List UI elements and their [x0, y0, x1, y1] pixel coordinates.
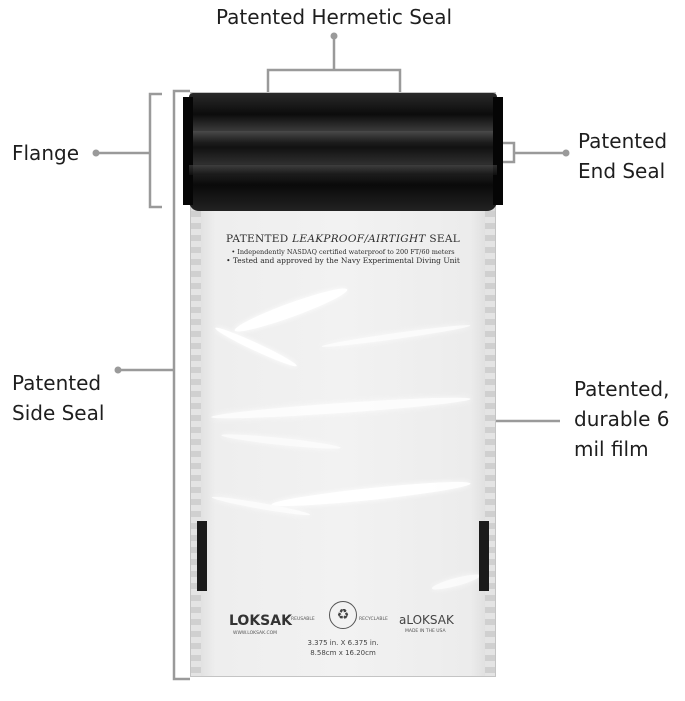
loksak-logo: LOKSAK: [229, 613, 292, 629]
side-seal-dot: [114, 366, 122, 374]
film-glare: [213, 324, 299, 370]
film-glare: [430, 571, 482, 593]
bag-print-title: PATENTED LEAKPROOF/AIRTIGHT SEAL: [226, 233, 460, 245]
film-label-line1: Patented,: [574, 377, 670, 401]
side-seal-label-line1: Patented: [12, 371, 102, 395]
film-glare: [232, 282, 350, 338]
hermetic-seal-dot: [330, 32, 338, 40]
flange-label: Flange: [12, 141, 79, 165]
loksak-url: WWW.LOKSAK.COM: [233, 631, 278, 636]
end-seal-dot: [562, 149, 570, 157]
left-end-seal: [183, 97, 193, 205]
left-side-seal-strip: [197, 521, 207, 591]
end-seal-label-line1: Patented: [578, 129, 668, 153]
aloksak-logo: aLOKSAK: [399, 613, 454, 627]
hermetic-seal-band: [183, 93, 503, 211]
right-side-seal-edge: [485, 211, 495, 676]
bag-dimensions-cm: 8.58cm x 16.20cm: [310, 649, 376, 657]
recycle-icon: ♻: [329, 601, 357, 629]
bag-dimensions-inches: 3.375 in. X 6.375 in.: [307, 639, 379, 647]
loksak-bag: PATENTED LEAKPROOF/AIRTIGHT SEAL • Indep…: [183, 92, 503, 677]
film-glare: [210, 393, 472, 423]
reusable-label: REUSABLE: [291, 617, 315, 622]
made-in-usa: MADE IN THE USA: [405, 629, 446, 634]
right-side-seal-strip: [479, 521, 489, 591]
left-side-seal-edge: [191, 211, 201, 676]
right-end-seal: [493, 97, 503, 205]
film-glare: [220, 431, 342, 452]
bag-print-line2: • Tested and approved by the Navy Experi…: [226, 256, 460, 265]
film-glare: [270, 477, 472, 511]
end-seal-label-line2: End Seal: [578, 159, 666, 183]
hermetic-seal-label: Patented Hermetic Seal: [216, 5, 453, 29]
recyclable-label: RECYCLABLE: [359, 617, 388, 622]
film-label-line3: mil film: [574, 437, 649, 461]
side-seal-bracket: [172, 89, 190, 681]
side-seal-label-line2: Side Seal: [12, 401, 105, 425]
film-label-line2: durable 6: [574, 407, 670, 431]
bag-print-line1: • Independently NASDAQ certified waterpr…: [231, 248, 455, 256]
flange-dot: [92, 149, 100, 157]
film-glare: [321, 322, 471, 350]
flange-bracket: [148, 92, 162, 209]
